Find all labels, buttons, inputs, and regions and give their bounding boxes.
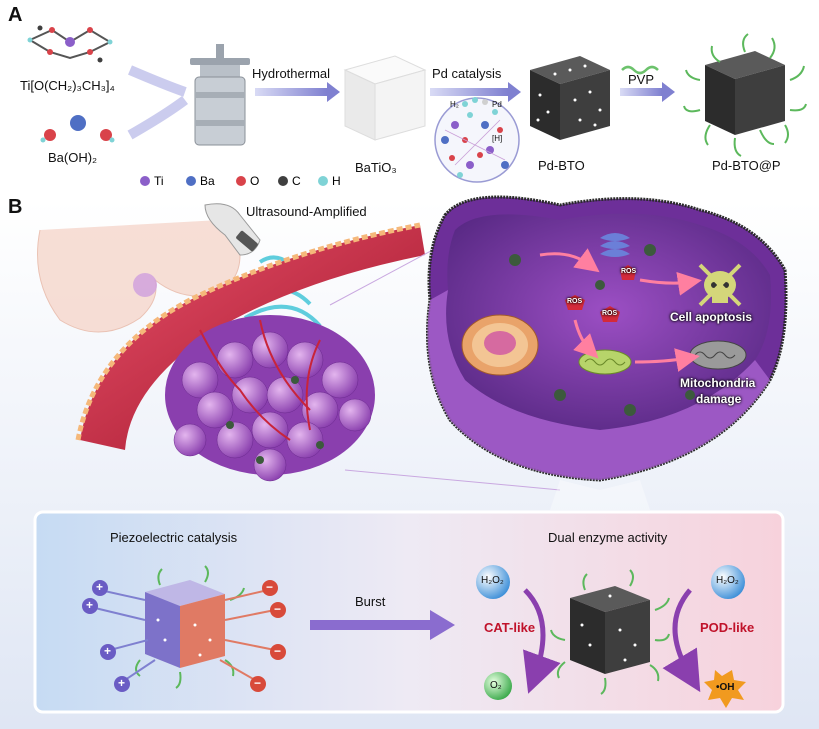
pvp-label: PVP xyxy=(628,72,655,87)
batio3-label: BaTiO₃ xyxy=(355,160,397,175)
pod-arrow xyxy=(662,588,701,693)
burst-arrow xyxy=(310,610,455,640)
mitochondria-icon xyxy=(578,349,632,375)
mito-damage-label-1: Mitochondria xyxy=(680,376,756,390)
autoclave-reactor-icon xyxy=(190,44,250,146)
legend-o: O xyxy=(236,174,259,188)
pod-like-label: POD-like xyxy=(700,620,755,635)
ti-precursor-label: Ti[O(CH₂)₃CH₃]₄ xyxy=(20,78,115,93)
nanoparticles-in-cell xyxy=(509,244,695,416)
pd-bto-p-cube-icon xyxy=(683,33,807,157)
breast-silhouette xyxy=(37,219,241,333)
pd-catalysis-arrow xyxy=(430,88,508,96)
h2o2-right-bubble xyxy=(711,565,745,599)
pvp-squiggle xyxy=(621,65,659,75)
o2-label: O₂ xyxy=(490,680,502,691)
h2o2-left-bubble xyxy=(476,565,510,599)
minus-sign-1: − xyxy=(266,580,274,594)
burst-label: Burst xyxy=(355,594,386,609)
h2o2-left-label: H₂O₂ xyxy=(481,575,504,586)
plus-sign-3: + xyxy=(104,644,112,658)
blood-vessel xyxy=(80,225,425,450)
piezo-title: Piezoelectric catalysis xyxy=(110,530,238,545)
ros-burst-icons xyxy=(565,265,636,322)
minus-sign-2: − xyxy=(274,602,282,616)
merge-arrow xyxy=(127,65,188,140)
pd-bto-cube-icon xyxy=(530,56,610,140)
hydrothermal-label: Hydrothermal xyxy=(252,66,331,81)
h2o2-right-label: H₂O₂ xyxy=(716,575,739,586)
pd-catalysis-label: Pd catalysis xyxy=(432,66,502,81)
piezo-cube-icon xyxy=(135,565,245,689)
golgi-icon xyxy=(600,233,630,257)
baoh2-label: Ba(OH)₂ xyxy=(48,150,98,165)
plus-badges xyxy=(82,580,130,692)
minus-badges xyxy=(250,580,286,692)
enzyme-cube-icon xyxy=(550,569,670,695)
ultrasound-probe-icon xyxy=(204,203,261,256)
nucleus-icon xyxy=(461,314,539,376)
legend-h: H xyxy=(318,174,341,188)
ti-precursor-molecule-icon xyxy=(27,25,113,63)
panel-letter-a: A xyxy=(8,4,23,26)
plus-sign-2: + xyxy=(86,598,94,612)
pvp-arrow xyxy=(620,88,662,96)
legend-ba: Ba xyxy=(186,174,215,188)
minus-sign-3: − xyxy=(274,644,282,658)
ultrasound-label: Ultrasound-Amplified xyxy=(246,204,367,219)
inset-h2-label: H₂ xyxy=(450,100,459,109)
oh-label: •OH xyxy=(716,682,735,693)
pd-catalysis-inset xyxy=(434,97,520,183)
ros-label-3: ROS xyxy=(602,310,618,317)
pd-bto-p-label: Pd-BTO@P xyxy=(712,158,781,173)
cell-arrows xyxy=(539,248,702,372)
legend-ti: Ti xyxy=(140,174,164,188)
pd-bto-label: Pd-BTO xyxy=(538,158,585,173)
cat-arrow xyxy=(523,588,561,694)
hydrothermal-arrow xyxy=(255,88,327,96)
light-beams xyxy=(550,480,650,510)
inset-pd-label: Pd xyxy=(492,100,502,109)
baoh2-molecule-icon xyxy=(40,115,115,143)
ros-label-2: ROS xyxy=(567,298,583,305)
plus-sign-4: + xyxy=(118,676,126,690)
charge-rays xyxy=(94,589,276,681)
o2-bubble xyxy=(484,672,512,700)
mito-damage-label-2: damage xyxy=(696,392,742,406)
panel-letter-b: B xyxy=(8,196,23,218)
oh-burst-icon xyxy=(704,670,746,708)
tumor-cluster xyxy=(165,315,375,482)
minus-sign-4: − xyxy=(254,676,262,690)
cat-like-label: CAT-like xyxy=(484,620,536,635)
inset-h-label: [H] xyxy=(492,134,503,143)
legend-c: C xyxy=(278,174,301,188)
ros-label-1: ROS xyxy=(621,268,637,275)
batio3-cube-icon xyxy=(343,55,427,141)
skull-icon xyxy=(698,263,742,307)
damaged-mitochondria-icon xyxy=(689,340,747,370)
plus-sign-1: + xyxy=(96,580,104,594)
cell-apoptosis-label: Cell apoptosis xyxy=(670,310,753,324)
enzyme-title: Dual enzyme activity xyxy=(548,530,668,545)
